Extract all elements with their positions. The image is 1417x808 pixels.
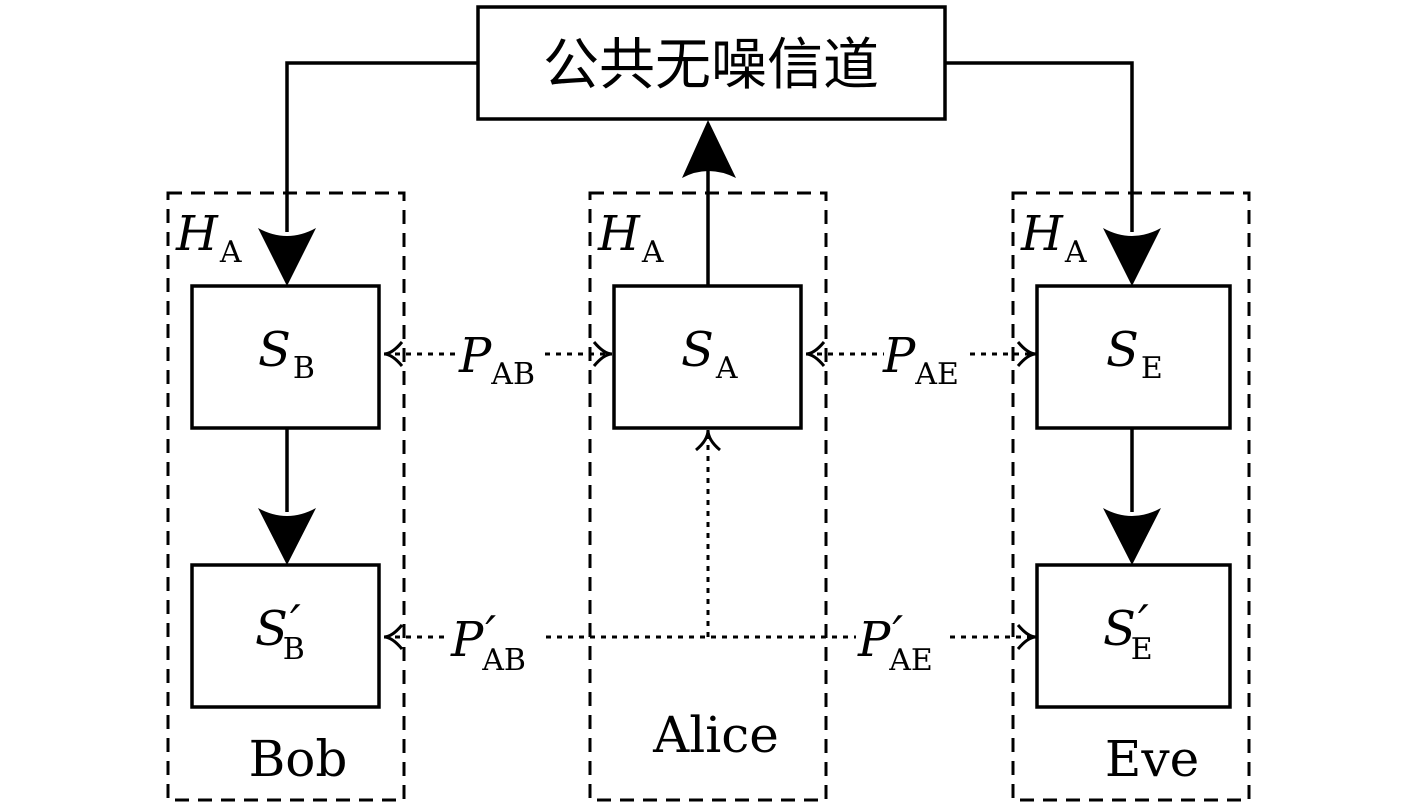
arrowhead-to-bob-prime xyxy=(258,508,316,565)
link-p-ae-prime-label: P′AE xyxy=(857,606,933,678)
open-arrow-alice-right xyxy=(805,341,826,367)
party-name-bob: Bob xyxy=(249,730,348,788)
link-p-ae-label: PAE xyxy=(882,328,959,392)
state-se-label: SE xyxy=(1106,322,1163,386)
link-p-ab-label: PAB xyxy=(458,328,535,392)
arrowhead-to-eve xyxy=(1103,228,1161,286)
hash-label-bob: HA xyxy=(175,206,242,270)
open-arrow-alice-up xyxy=(695,429,721,452)
arrowhead-to-bob xyxy=(258,228,316,286)
channel-to-bob-line xyxy=(285,61,478,232)
hash-label-eve: HA xyxy=(1020,206,1087,270)
state-se-box xyxy=(1035,284,1232,430)
state-sa-box xyxy=(612,284,803,430)
state-sb-label: SB xyxy=(258,322,315,386)
hash-label-alice: HA xyxy=(597,206,664,270)
state-sb-prime-box xyxy=(190,563,381,709)
link-p-ab-prime-label: P′AB xyxy=(450,606,526,678)
state-sb-box xyxy=(190,284,381,430)
public-channel-box xyxy=(476,5,947,121)
channel-to-eve-line xyxy=(945,61,1134,232)
state-se-prime-box xyxy=(1035,563,1232,709)
open-arrow-alice-left xyxy=(592,341,613,367)
arrowhead-to-eve-prime xyxy=(1103,508,1161,565)
party-name-alice: Alice xyxy=(652,706,779,764)
state-se-prime-label: S′E xyxy=(1103,595,1153,667)
open-arrow-bob-sb xyxy=(383,341,404,367)
state-sa-label: SA xyxy=(681,322,738,386)
arrowhead-to-channel xyxy=(682,120,736,178)
open-arrow-bob-sbprime xyxy=(383,624,404,650)
party-name-eve: Eve xyxy=(1105,730,1199,788)
public-channel-label: 公共无噪信道 xyxy=(543,33,879,98)
state-sb-prime-label: S′B xyxy=(255,595,305,667)
